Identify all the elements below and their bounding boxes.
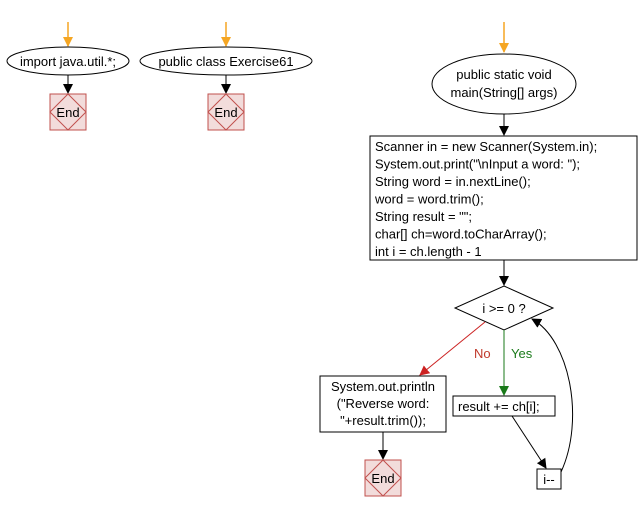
import-oval-text: import java.util.*; xyxy=(20,54,116,69)
print-line: "+result.trim()); xyxy=(340,413,426,428)
result-to-decrement-arrow xyxy=(511,415,547,469)
result-block-text: result += ch[i]; xyxy=(458,399,540,414)
result-block xyxy=(452,395,556,417)
code-block xyxy=(369,135,638,261)
class-oval-text: public class Exercise61 xyxy=(158,54,293,69)
loop-back-arrow xyxy=(531,318,574,473)
code-line: String word = in.nextLine(); xyxy=(375,174,531,189)
code-line: String result = ""; xyxy=(375,209,472,224)
main-oval-line1: public static void xyxy=(456,67,551,82)
condition-text: i >= 0 ? xyxy=(482,301,525,316)
main-oval-line2: main(String[] args) xyxy=(451,85,558,100)
print-block xyxy=(319,375,447,433)
yes-label: Yes xyxy=(511,346,533,361)
print-line: System.out.println xyxy=(331,379,435,394)
end-node-3: End xyxy=(364,459,402,497)
code-block-lines: Scanner in = new Scanner(System.in); Syst… xyxy=(374,139,597,259)
end-node-2-text: End xyxy=(214,105,237,120)
code-line: word = word.trim(); xyxy=(374,192,484,207)
end-node-3-text: End xyxy=(371,471,394,486)
no-branch-arrow xyxy=(419,321,486,376)
decrement-block xyxy=(536,468,562,490)
code-line: char[] ch=word.toCharArray(); xyxy=(375,227,547,242)
end-node-2: End xyxy=(207,93,245,131)
print-line: ("Reverse word: xyxy=(337,396,430,411)
code-line: System.out.print("\nInput a word: "); xyxy=(375,157,580,172)
main-oval xyxy=(431,53,577,115)
end-node-1: End xyxy=(49,93,87,131)
code-line: int i = ch.length - 1 xyxy=(375,244,482,259)
no-label: No xyxy=(474,346,491,361)
decrement-block-text: i-- xyxy=(543,472,555,487)
print-block-lines: System.out.println ("Reverse word: "+resu… xyxy=(331,379,435,428)
end-node-1-text: End xyxy=(56,105,79,120)
code-line: Scanner in = new Scanner(System.in); xyxy=(375,139,597,154)
